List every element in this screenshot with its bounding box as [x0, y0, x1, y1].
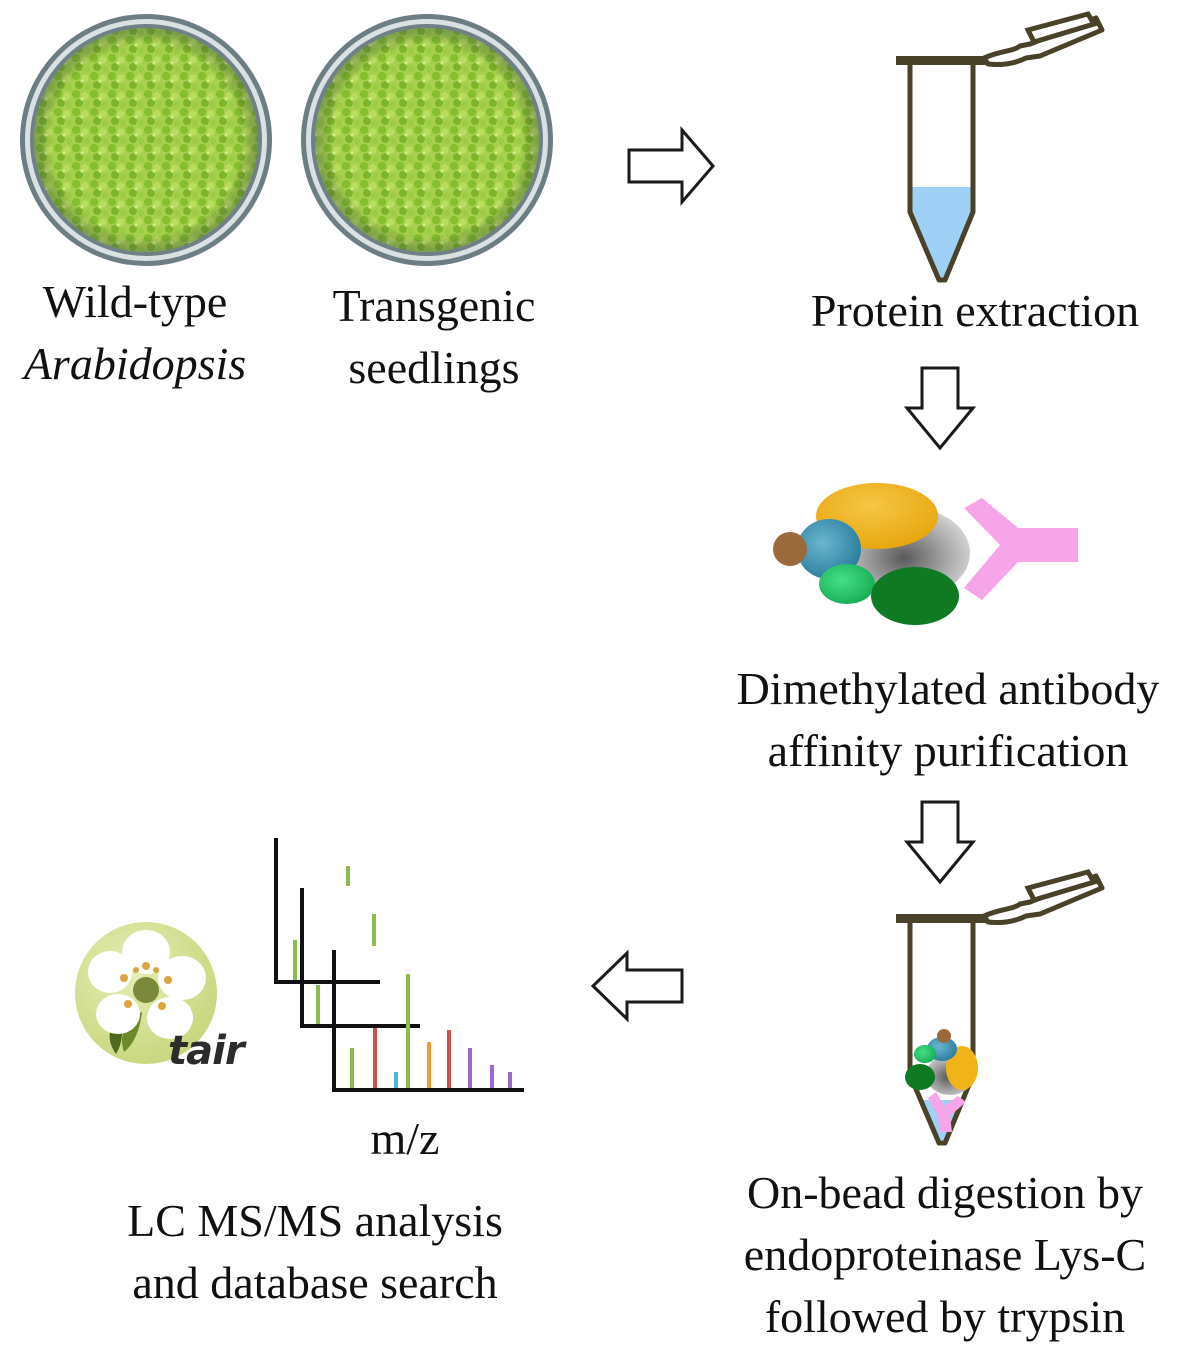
lcms-label-line1: LC MS/MS analysis [127, 1195, 503, 1246]
hollow-arrow-icon [903, 800, 977, 885]
hollow-arrow-icon [903, 366, 977, 451]
lcms-label-line2: and database search [132, 1257, 498, 1308]
affinity-purification-label: Dimethylated antibody affinity purificat… [696, 658, 1200, 782]
wild-type-label: Wild-type Arabidopsis [0, 271, 270, 395]
petri-dish-icon [20, 14, 272, 266]
bound-protein-complex [905, 1029, 978, 1132]
hollow-arrow-icon [590, 949, 684, 1023]
digestion-label-line3: followed by trypsin [764, 1291, 1126, 1342]
mz-axis-label: m/z [370, 1113, 440, 1164]
wild-type-label-line1: Wild-type [42, 276, 228, 327]
transgenic-label: Transgenic seedlings [300, 275, 568, 399]
spectrum-axis [332, 950, 524, 1092]
digestion-label-line1: On-bead digestion by [746, 1167, 1144, 1218]
digestion-label: On-bead digestion by endoproteinase Lys-… [700, 1162, 1190, 1348]
petri-dish-icon [301, 14, 553, 266]
protein-extraction-label: Protein extraction [810, 285, 1140, 336]
digestion-label-line2: endoproteinase Lys-C [743, 1229, 1147, 1280]
affinity-label-line1: Dimethylated antibody [736, 663, 1160, 714]
spectrum-axis [274, 838, 380, 984]
tair-logo-text: tair [168, 1028, 245, 1074]
lcms-label: LC MS/MS analysis and database search [70, 1190, 560, 1314]
hollow-arrow-icon [627, 125, 715, 207]
transgenic-label-line1: Transgenic [332, 280, 536, 331]
affinity-label-line2: affinity purification [767, 725, 1129, 776]
wild-type-label-line2: Arabidopsis [23, 338, 247, 389]
transgenic-label-line2: seedlings [348, 342, 520, 393]
spectrum-axis [300, 888, 420, 1028]
